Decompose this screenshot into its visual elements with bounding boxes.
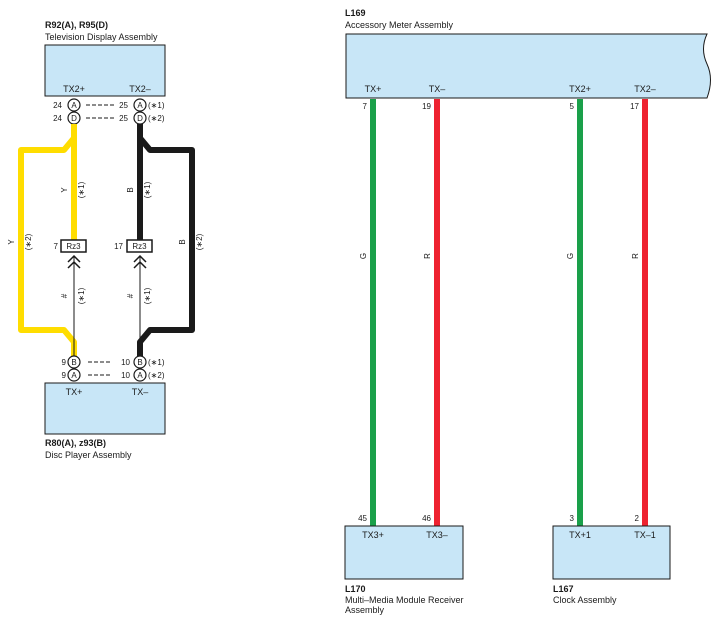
disc-player-name: Disc Player Assembly [45,450,132,460]
receiver-name-2: Assembly [345,605,385,615]
clock-pin-txplus1: TX+1 [569,530,591,540]
receiver-pin-num-45: 45 [358,514,367,523]
label-n2-b: (∗2) [195,233,204,250]
meter-pin-tx2plus: TX2+ [569,84,591,94]
tv-pin-tx2plus: TX2+ [63,84,85,94]
connector-letter: B [137,358,142,367]
clock-code: L167 [553,584,574,594]
connector-circle [67,355,81,369]
label-y-inner: Y [60,187,69,193]
bottom-connector-row-1: 9 B 10 B (∗1) [62,355,165,369]
meter-pin-tx2minus: TX2– [634,84,656,94]
label-wire-g-1: G [359,253,368,259]
pin-number: 24 [53,114,62,123]
meter-pin-num-5: 5 [570,102,575,111]
pin-number: 25 [119,101,128,110]
clock-pin-num-3: 3 [570,514,575,523]
top-connector-row-1: 24 A 25 A (∗1) [53,98,165,112]
bottom-connector-row-2: 9 A 10 A (∗2) [62,368,165,382]
meter-pin-txminus: TX– [429,84,446,94]
pin-number: 10 [121,371,130,380]
pin-number: 9 [62,358,67,367]
junction-b-box [126,239,153,253]
disc-pin-txplus: TX+ [66,387,83,397]
label-b-outer: B [178,239,187,244]
meter-box [345,33,711,99]
meter-code: L169 [345,8,366,18]
meter-name: Accessory Meter Assembly [345,20,454,30]
junction-b-pin: 17 [114,242,123,251]
junction-a-box [60,239,87,253]
top-connector-row-2: 24 D 25 D (∗2) [53,111,165,125]
clock-box [552,525,671,580]
label-wire-g-2: G [566,253,575,259]
connector-letter: A [137,371,143,380]
label-n1-d: (∗1) [143,287,152,304]
label-y-outer: Y [7,239,16,245]
connector-circle [133,98,147,112]
pin-number: 25 [119,114,128,123]
pin-number: 9 [62,371,67,380]
clock-name: Clock Assembly [553,595,617,605]
clock-pin-num-2: 2 [635,514,640,523]
label-wire-r-2: R [631,253,640,259]
tv-display-code: R92(A), R95(D) [45,20,108,30]
connector-note: (∗2) [148,114,165,123]
meter-pin-num-17: 17 [630,102,639,111]
receiver-code: L170 [345,584,366,594]
pin-number: 10 [121,358,130,367]
connector-letter: D [137,114,143,123]
connector-letter: D [71,114,77,123]
connector-circle [133,355,147,369]
junction-b-label: Rz3 [132,242,147,251]
connector-note: (∗1) [148,101,165,110]
label-n2-a: (∗2) [24,233,33,250]
label-n1-b: (∗1) [143,181,152,198]
junction-a-label: Rz3 [66,242,81,251]
connector-note: (∗1) [148,358,165,367]
connector-circle [67,98,81,112]
disc-player-code: R80(A), z93(B) [45,438,106,448]
meter-pin-txplus: TX+ [365,84,382,94]
disc-player-box [44,382,166,435]
label-hash-a: # [60,293,69,298]
receiver-name-1: Multi–Media Module Receiver [345,595,464,605]
connector-letter: A [71,101,77,110]
label-n1-c: (∗1) [77,287,86,304]
tv-display-box [44,44,166,97]
junction-a-pin: 7 [54,242,59,251]
meter-pin-num-19: 19 [422,102,431,111]
connector-letter: B [71,358,76,367]
tv-pin-tx2minus: TX2– [129,84,151,94]
receiver-pin-tx3minus: TX3– [426,530,448,540]
clock-pin-txminus1: TX–1 [634,530,656,540]
receiver-pin-tx3plus: TX3+ [362,530,384,540]
label-hash-b: # [126,293,135,298]
tv-display-name: Television Display Assembly [45,32,158,42]
connector-letter: A [137,101,143,110]
receiver-pin-num-46: 46 [422,514,431,523]
pin-number: 24 [53,101,62,110]
label-wire-r-1: R [423,253,432,259]
connector-note: (∗2) [148,371,165,380]
meter-pin-num-7: 7 [363,102,368,111]
connector-circle [67,368,81,382]
connector-circle [133,368,147,382]
label-b-inner: B [126,187,135,192]
connector-letter: A [71,371,77,380]
receiver-box [344,525,464,580]
label-n1-a: (∗1) [77,181,86,198]
disc-pin-txminus: TX– [132,387,149,397]
